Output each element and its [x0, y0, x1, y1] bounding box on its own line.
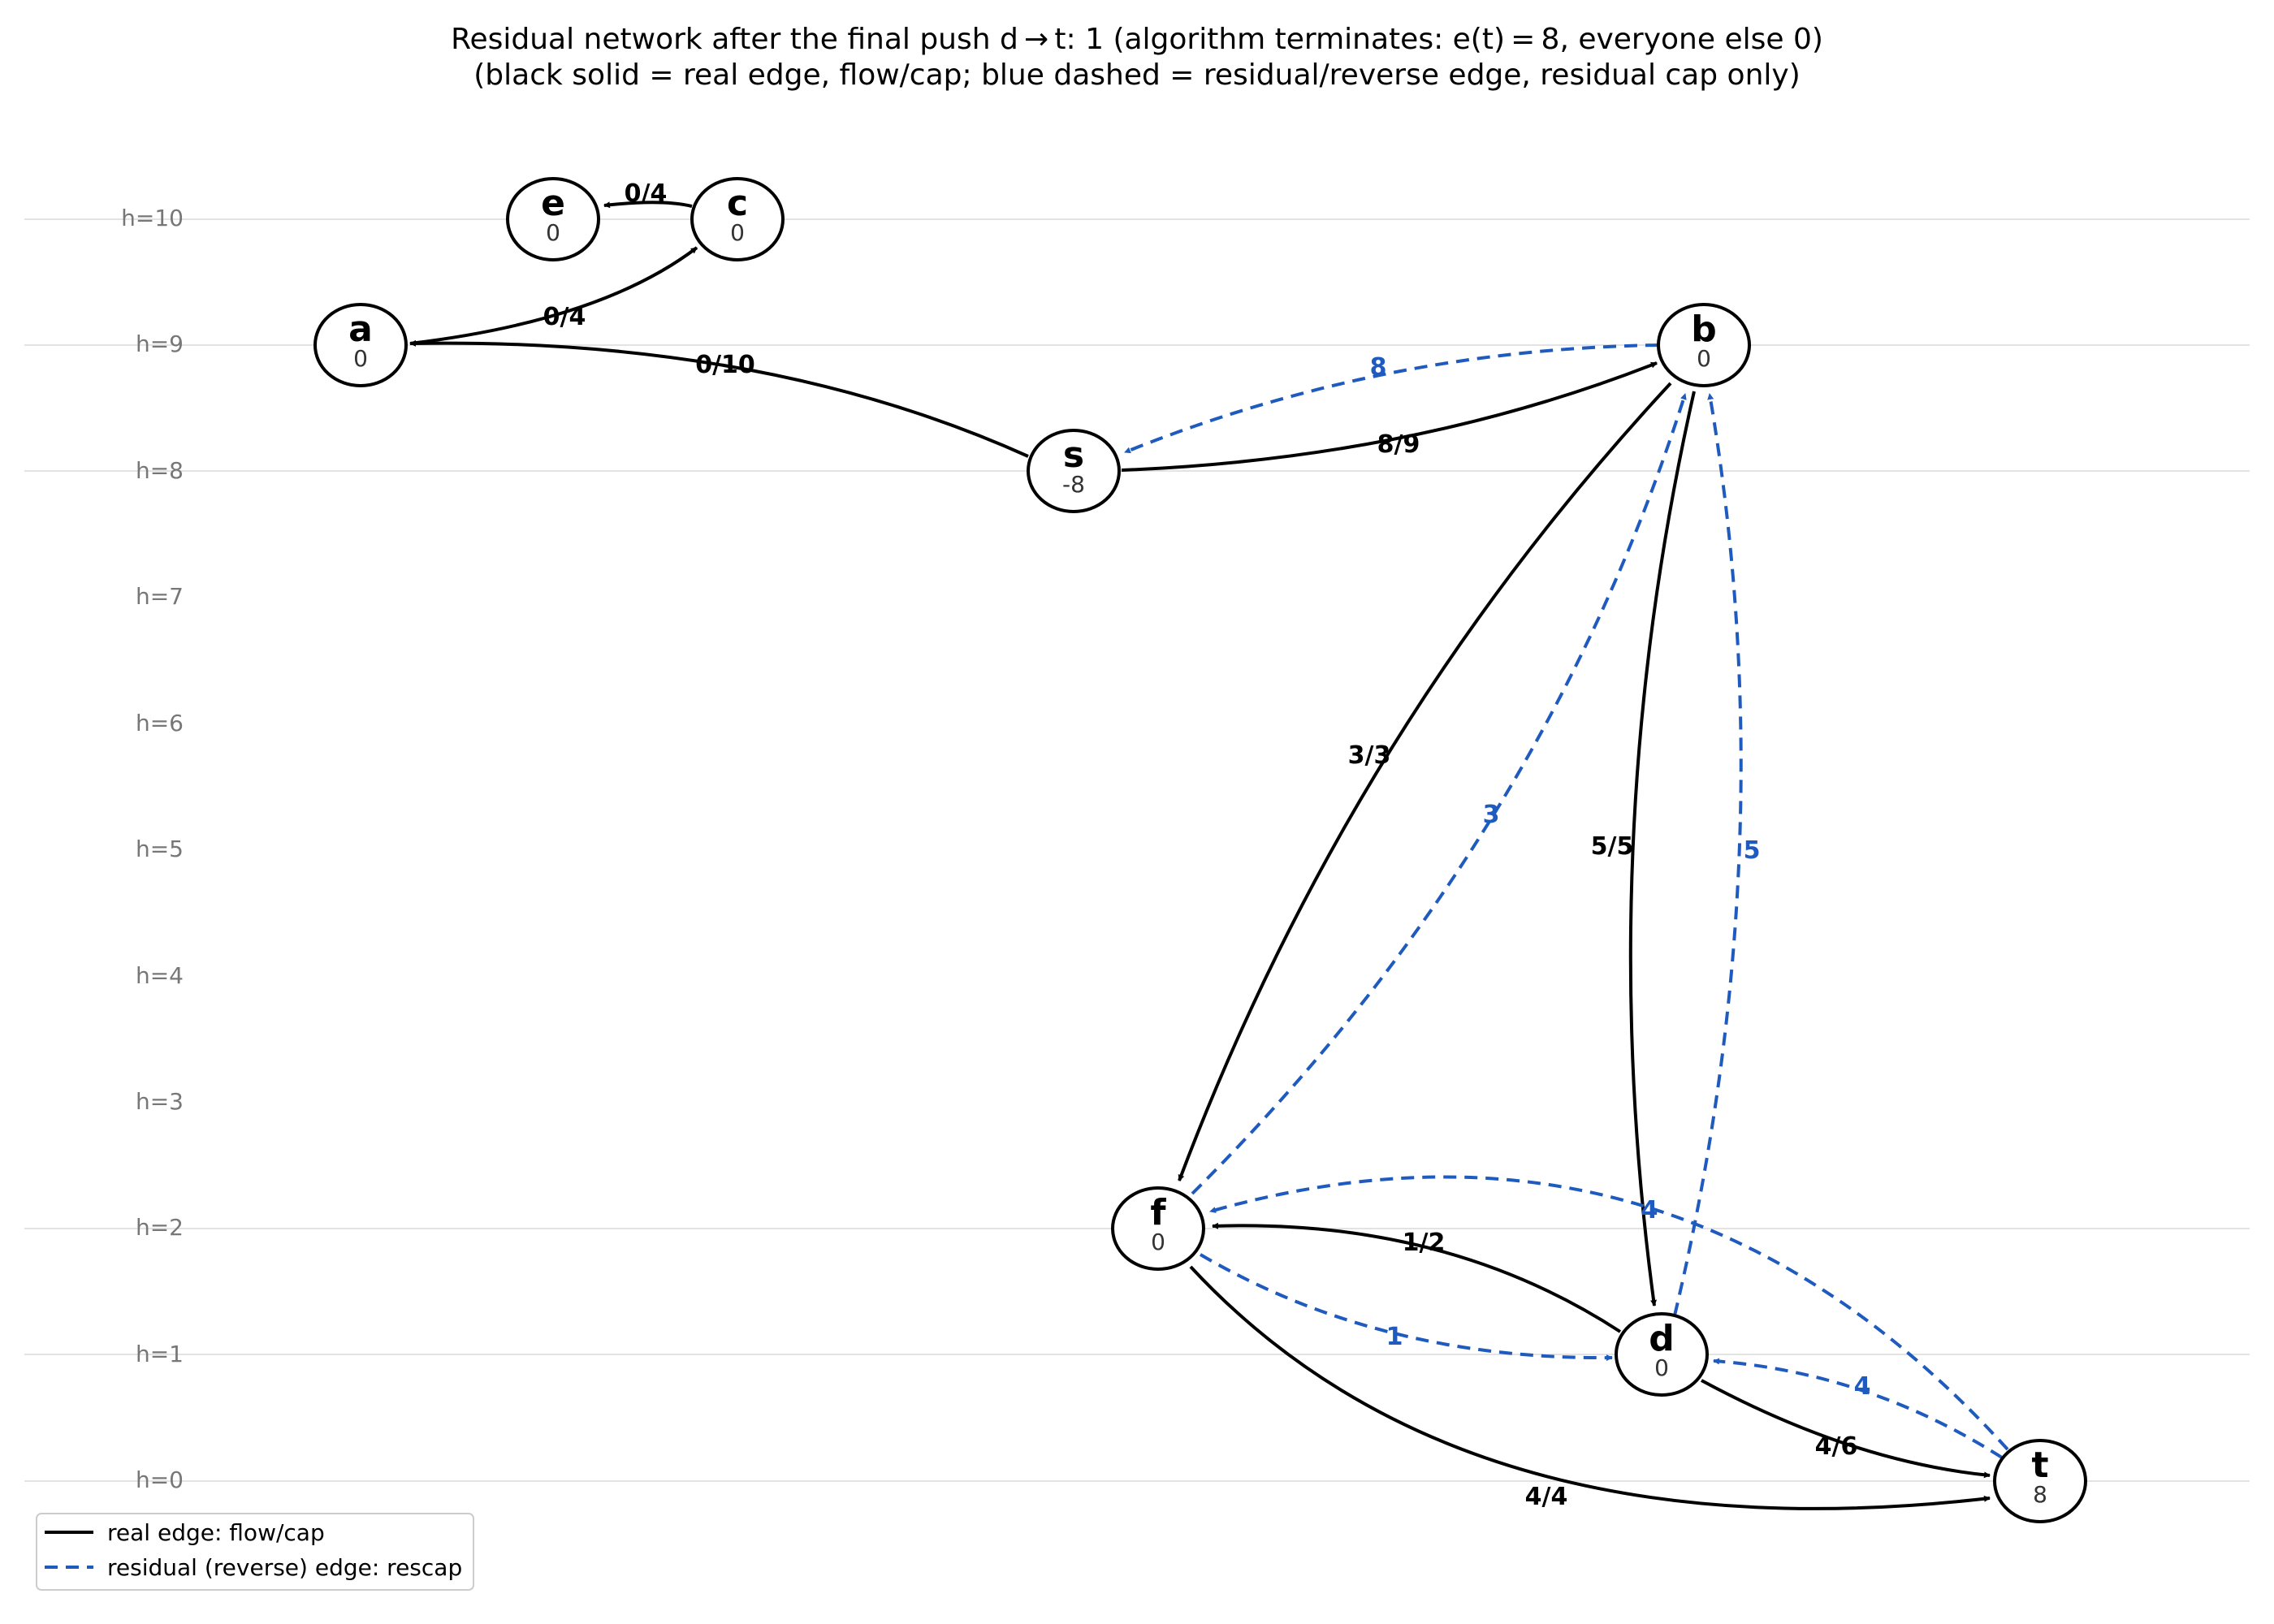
height-label-h10: h=10	[121, 205, 184, 231]
height-label-h1: h=1	[136, 1341, 184, 1367]
edge-label-b-s-residual: 8	[1370, 353, 1387, 382]
edge-label-d-f: 1/2	[1403, 1229, 1446, 1257]
node-t-excess: 8	[2033, 1481, 2047, 1508]
node-e-label: e	[541, 183, 565, 224]
residual-edges	[1124, 343, 2009, 1459]
node-t-circle	[1993, 1439, 2087, 1523]
nodes: e 0 c 0 a 0 b 0 s -8 f 0 d	[313, 177, 2087, 1523]
edge-label-s-a: 0/10	[695, 351, 755, 379]
node-f-circle	[1111, 1186, 1205, 1271]
residual-edge-t-d	[1713, 1358, 2004, 1459]
edge-label-d-t: 4/6	[1815, 1432, 1858, 1461]
node-b-excess: 0	[1697, 345, 1711, 372]
edge-a-c	[409, 246, 698, 345]
node-f: f 0	[1111, 1186, 1205, 1271]
legend-real-label: real edge: flow/cap	[107, 1519, 325, 1546]
node-d-excess: 0	[1654, 1354, 1669, 1381]
node-c-circle	[690, 177, 785, 261]
height-label-h2: h=2	[136, 1214, 184, 1241]
edge-b-d	[1628, 391, 1696, 1307]
edge-f-t	[1189, 1265, 1991, 1510]
height-grid	[24, 218, 2250, 1482]
node-b-label: b	[1691, 309, 1717, 350]
edge-label-s-b: 8/9	[1377, 430, 1420, 459]
residual-edge-t-f	[1209, 1175, 2009, 1451]
node-t: t 8	[1993, 1439, 2087, 1523]
node-b: b 0	[1657, 303, 1751, 387]
legend-residual-label: residual (reverse) edge: rescap	[107, 1554, 462, 1581]
height-label-h7: h=7	[136, 583, 184, 610]
height-label-h0: h=0	[136, 1466, 184, 1493]
legend: real edge: flow/cap residual (reverse) e…	[36, 1513, 474, 1591]
legend-box	[36, 1513, 474, 1591]
edge-label-c-e: 0/4	[625, 179, 668, 208]
edge-label-f-t: 4/4	[1525, 1483, 1568, 1511]
edge-label-b-f: 3/3	[1348, 741, 1391, 770]
node-t-label: t	[2031, 1445, 2048, 1486]
diagram-title-line1: Residual network after the final push d …	[451, 23, 1823, 56]
edge-s-a	[409, 339, 1029, 458]
edge-label-t-f-residual: 4	[1641, 1196, 1658, 1224]
node-c-excess: 0	[730, 219, 745, 246]
node-f-label: f	[1150, 1192, 1166, 1233]
node-s-label: s	[1063, 434, 1084, 476]
edge-d-t	[1701, 1379, 1991, 1479]
height-label-h4: h=4	[136, 962, 184, 989]
height-label-h3: h=3	[136, 1088, 184, 1115]
node-a-label: a	[348, 309, 373, 350]
height-labels: h=10 h=9 h=8 h=7 h=6 h=5 h=4 h=3 h=2 h=1…	[121, 205, 184, 1493]
residual-edge-b-s	[1124, 343, 1659, 454]
edge-c-e	[603, 201, 693, 209]
edge-label-b-d: 5/5	[1591, 832, 1634, 861]
residual-edge-d-b	[1673, 393, 1743, 1316]
height-label-h9: h=9	[136, 330, 184, 357]
node-d: d 0	[1615, 1312, 1709, 1397]
node-s-excess: -8	[1062, 471, 1085, 498]
node-e-excess: 0	[546, 219, 560, 246]
residual-edge-f-b	[1191, 393, 1687, 1195]
node-e-circle	[506, 177, 600, 261]
residual-edge-f-d	[1199, 1253, 1613, 1362]
node-s-circle	[1027, 429, 1121, 513]
edge-s-b	[1121, 361, 1658, 472]
node-b-circle	[1657, 303, 1751, 387]
edge-d-f	[1212, 1222, 1622, 1333]
node-a-circle	[313, 303, 408, 387]
edge-label-t-d-residual: 4	[1854, 1372, 1871, 1401]
height-label-h8: h=8	[136, 457, 184, 484]
node-d-label: d	[1649, 1318, 1675, 1359]
diagram-title-line2: (black solid = real edge, flow/cap; blue…	[473, 58, 1800, 92]
edge-label-d-b-residual: 5	[1744, 836, 1761, 865]
height-label-h5: h=5	[136, 836, 184, 862]
edge-label-f-d-residual: 1	[1386, 1323, 1403, 1351]
node-e: e 0	[506, 177, 600, 261]
edge-label-a-c: 0/4	[543, 303, 586, 331]
node-f-excess: 0	[1151, 1229, 1165, 1255]
height-label-h6: h=6	[136, 710, 184, 736]
node-d-circle	[1615, 1312, 1709, 1397]
node-c: c 0	[690, 177, 785, 261]
edge-b-f	[1178, 382, 1672, 1181]
real-edges	[409, 201, 1991, 1510]
node-c-label: c	[727, 183, 748, 224]
edge-label-f-b-residual: 3	[1483, 801, 1500, 829]
edge-labels: 0/4 0/4 0/10 8/9 8 3/3 3 5/5 5 4 1/2 1 4…	[543, 179, 1871, 1511]
node-a-excess: 0	[353, 345, 368, 372]
node-a: a 0	[313, 303, 408, 387]
node-s: s -8	[1027, 429, 1121, 513]
